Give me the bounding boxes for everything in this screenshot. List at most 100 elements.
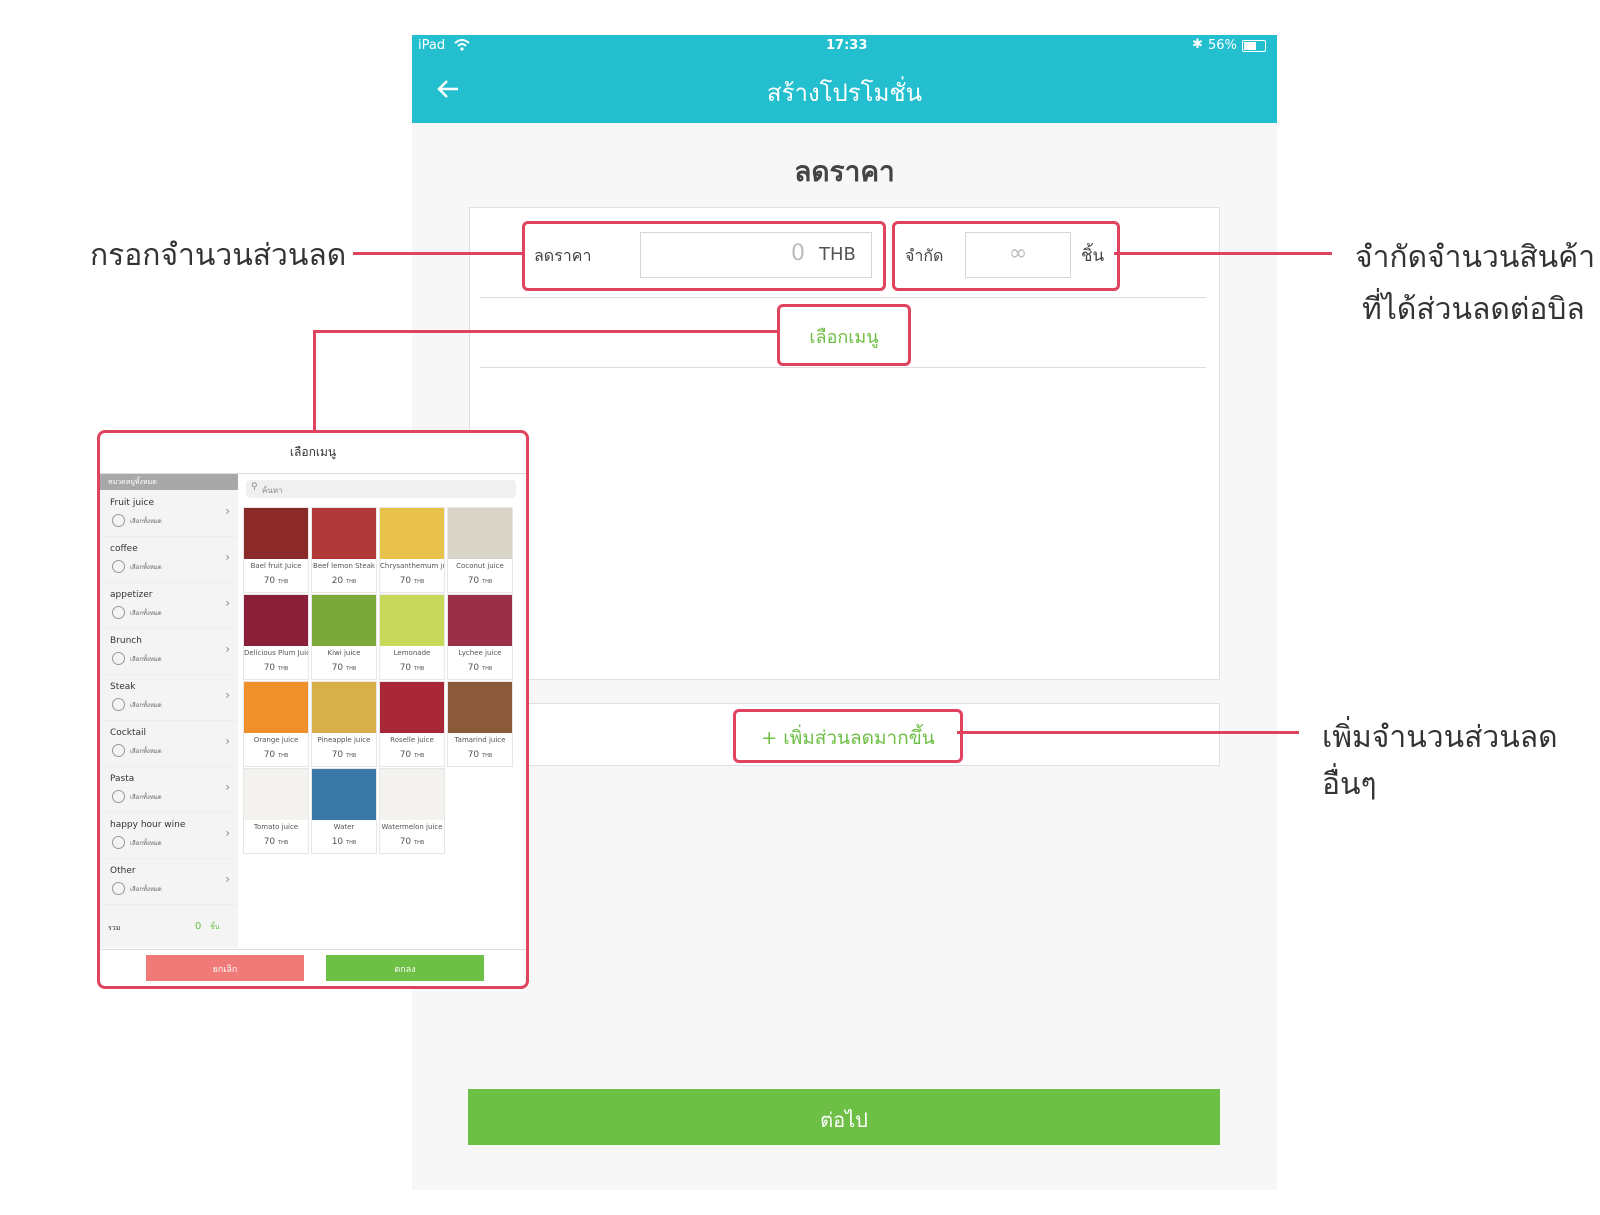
add-more-label: + เพิ่มส่วนลดมากขึ้น (761, 727, 935, 749)
select-all-label: เลือกทั้งหมด (130, 518, 162, 525)
menu-item-card[interactable]: Delicious Plum Juice Recipes70 THB (243, 594, 309, 680)
menu-item-currency: THB (346, 753, 357, 759)
menu-item-price: 70 THB (244, 837, 308, 847)
menu-item-name: Chrysanthemum juice (380, 562, 444, 570)
select-all-radio[interactable] (112, 790, 125, 803)
menu-item-image (448, 682, 512, 733)
menu-item-price-value: 70 (263, 837, 276, 847)
select-all-radio[interactable] (112, 744, 125, 757)
menu-item-name: Kiwi juice (327, 649, 361, 657)
menu-item-name: Lychee juice (458, 649, 502, 657)
limit-input[interactable]: ∞ (965, 232, 1071, 278)
menu-item-price-value: 70 (399, 663, 412, 673)
select-all-radio[interactable] (112, 882, 125, 895)
select-all-radio[interactable] (112, 836, 125, 849)
menu-item-currency: THB (482, 753, 493, 759)
back-arrow-icon[interactable] (436, 79, 460, 99)
select-all-radio[interactable] (112, 560, 125, 573)
annotation-line (1114, 252, 1332, 255)
ok-button[interactable]: ตกลง (326, 955, 484, 981)
menu-item-price-value: 70 (263, 750, 276, 760)
nav-bar: สร้างโปรโมชั่น (412, 57, 1277, 123)
add-more-button[interactable]: + เพิ่มส่วนลดมากขึ้น (733, 709, 963, 763)
menu-item-name: Beef lemon Steak (313, 562, 375, 570)
menu-item-currency: THB (278, 840, 289, 846)
device-label: iPad (418, 38, 446, 53)
chevron-right-icon: › (225, 780, 230, 794)
menu-item-name: Bael fruit Juice (250, 562, 302, 570)
menu-item-currency: THB (482, 579, 493, 585)
select-all-radio[interactable] (112, 606, 125, 619)
menu-item-card[interactable]: Bael fruit Juice 70 THB (243, 507, 309, 593)
menu-item-name: Coconut juice (456, 562, 504, 570)
chevron-right-icon: › (225, 734, 230, 748)
bluetooth-icon: ✱ (1192, 37, 1203, 52)
divider (480, 367, 1206, 368)
menu-item-price: 70 THB (380, 837, 444, 847)
category-name: Pasta (110, 774, 135, 784)
next-button[interactable]: ต่อไป (468, 1089, 1220, 1145)
discount-input[interactable]: 0 THB (640, 232, 872, 278)
select-all-radio[interactable] (112, 652, 125, 665)
battery-icon (1242, 40, 1266, 52)
menu-item-image (380, 769, 444, 820)
menu-item-price-value: 70 (263, 576, 276, 586)
select-all-label: เลือกทั้งหมด (130, 748, 162, 755)
select-all-radio[interactable] (112, 514, 125, 527)
menu-item-image (244, 595, 308, 646)
menu-item-currency: THB (346, 579, 357, 585)
total-value: 0 (195, 921, 202, 932)
select-menu-label: เลือกเมนู (809, 327, 879, 348)
menu-item-image (312, 595, 376, 646)
menu-item-card[interactable]: Lemonade 70 THB (379, 594, 445, 680)
menu-item-price: 70 THB (448, 750, 512, 760)
search-input[interactable]: ⚲ ค้นหา (246, 480, 516, 498)
discount-value: 0 (791, 241, 805, 266)
menu-item-price-value: 70 (399, 750, 412, 760)
select-all-radio[interactable] (112, 698, 125, 711)
menu-item-currency: THB (278, 579, 289, 585)
menu-item-currency: THB (278, 753, 289, 759)
menu-item-image (380, 508, 444, 559)
menu-item-price: 10 THB (312, 837, 376, 847)
category-name: Other (110, 866, 136, 876)
search-placeholder: ค้นหา (262, 486, 283, 495)
wifi-icon (454, 39, 470, 51)
annotation-line (313, 330, 316, 430)
menu-item-currency: THB (346, 840, 357, 846)
menu-item-price-value: 70 (263, 663, 276, 673)
chevron-right-icon: › (225, 688, 230, 702)
divider (100, 473, 526, 474)
menu-item-image (380, 682, 444, 733)
status-bar: iPad 17:33 ✱ 56% (412, 35, 1277, 57)
select-all-label: เลือกทั้งหมด (130, 840, 162, 847)
cancel-button[interactable]: ยกเลิก (146, 955, 304, 981)
menu-item-price: 70 THB (380, 663, 444, 673)
menu-item-name: Lemonade (393, 649, 431, 657)
menu-item-price-value: 70 (467, 663, 480, 673)
select-menu-button[interactable]: เลือกเมนู (777, 304, 911, 366)
menu-item-price-value: 70 (331, 663, 344, 673)
